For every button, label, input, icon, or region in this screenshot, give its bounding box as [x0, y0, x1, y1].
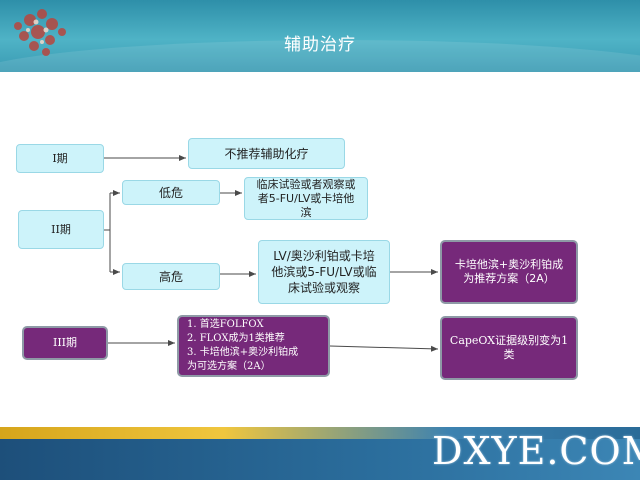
low-risk-plan-box: 临床试验或者观察或 者5-FU/LV或卡培他 滨 — [244, 177, 368, 220]
capeox-line-2: 类 — [503, 348, 515, 361]
molecule-decoration-icon — [14, 9, 66, 56]
iii-option-line-2: 2. FLOX成为1类推荐 — [187, 333, 285, 344]
iii-option-line-1: 1. 首选FOLFOX — [187, 319, 264, 330]
low-plan-line-2: 者5-FU/LV或卡培他 — [257, 191, 355, 205]
stage-iii-label: III期 — [52, 336, 78, 349]
footer-stripe — [0, 427, 640, 439]
no-adjuvant-box: 不推荐辅助化疗 — [188, 138, 345, 169]
high-plan-line-3: 床试验或观察 — [287, 281, 360, 295]
capeox-evidence-box: CapeOX证据级别变为1 类 — [440, 316, 578, 380]
high-plan-line-2: 他滨或5-FU/LV或临 — [271, 265, 377, 279]
stage-iii-options-box: 1. 首选FOLFOX 2. FLOX成为1类推荐 3. 卡培他滨+奥沙利铂成 … — [177, 315, 330, 377]
iii-option-line-3: 3. 卡培他滨+奥沙利铂成 — [187, 347, 299, 358]
high-risk-box: 高危 — [122, 263, 220, 290]
brand-watermark: DXYE.COM — [432, 429, 640, 473]
high-reco-line-2: 为推荐方案（2A） — [463, 272, 555, 285]
stage-ii-label: II期 — [51, 222, 71, 236]
high-risk-label: 高危 — [158, 269, 183, 284]
low-plan-line-1: 临床试验或者观察或 — [256, 177, 356, 191]
stage-iii-box: III期 — [22, 326, 108, 360]
iii-option-line-4: 为可选方案（2A） — [187, 361, 271, 372]
high-plan-line-1: LV/奥沙利铂或卡培 — [273, 249, 375, 263]
footer-band — [0, 439, 640, 480]
high-risk-recommendation-box: 卡培他滨+奥沙利铂成 为推荐方案（2A） — [440, 240, 578, 304]
low-plan-line-3: 滨 — [300, 205, 312, 219]
slide-title: 辅助治疗 — [284, 35, 356, 55]
slide-header: 辅助治疗 — [0, 0, 640, 72]
arrow-iii-to-capeox — [329, 345, 439, 352]
high-reco-line-1: 卡培他滨+奥沙利铂成 — [454, 258, 564, 271]
high-risk-plan-box: LV/奥沙利铂或卡培 他滨或5-FU/LV或临 床试验或观察 — [258, 240, 390, 304]
stage-ii-box: II期 — [18, 210, 104, 249]
no-adjuvant-label: 不推荐辅助化疗 — [224, 146, 309, 161]
low-risk-label: 低危 — [158, 185, 183, 200]
low-risk-box: 低危 — [122, 180, 220, 205]
stage-i-label: I期 — [52, 151, 68, 165]
capeox-line-1: CapeOX证据级别变为1 — [449, 334, 569, 347]
stage-i-box: I期 — [16, 144, 104, 173]
